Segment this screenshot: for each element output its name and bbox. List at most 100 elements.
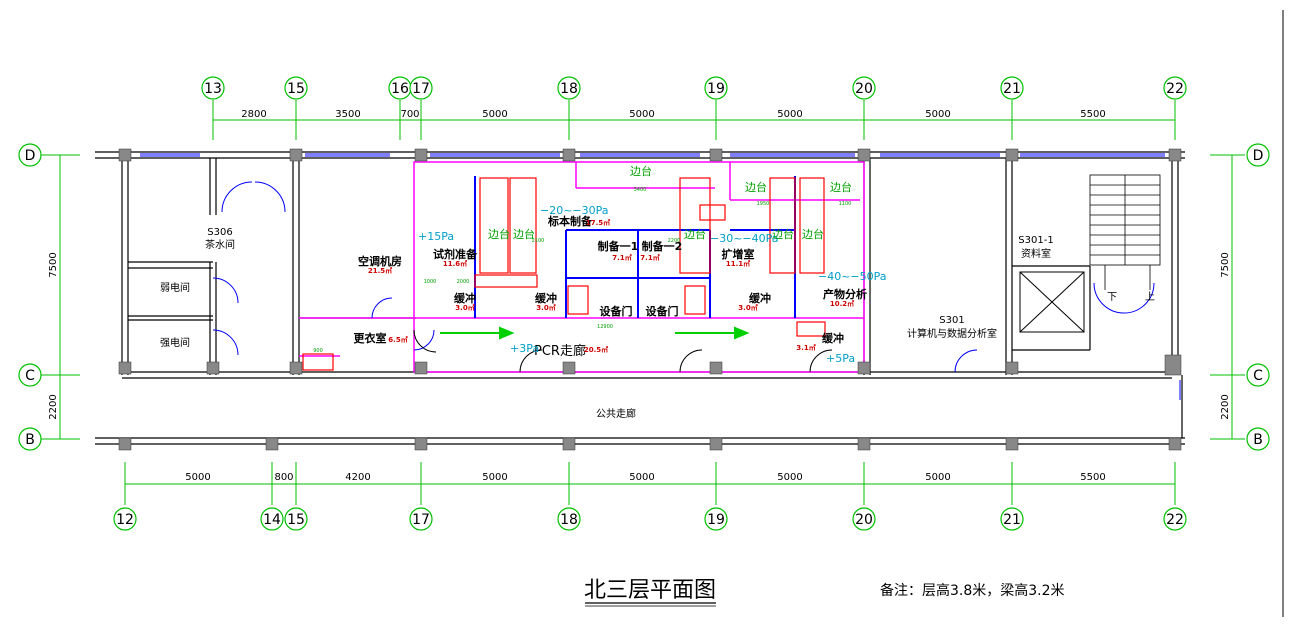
axis-bottom-20: 20 — [855, 512, 873, 528]
room-pcr-corridor: PCR走廊 — [534, 343, 586, 359]
stair-down-label: 下 — [1107, 292, 1117, 303]
axis-row-d-right: D — [1253, 148, 1264, 164]
dim-side-right-7500: 7500 — [1220, 252, 1231, 277]
room-prep-2-area: 7.1㎡ — [640, 253, 659, 262]
room-ac: 空调机房 — [358, 254, 402, 268]
inner-dim-1000: 1000 — [424, 279, 437, 285]
dim-bottom-5: 5000 — [629, 472, 654, 483]
inner-dim-2000: 2000 — [457, 279, 470, 285]
inner-dim-2100: 2100 — [532, 238, 545, 244]
axis-top-20: 20 — [855, 81, 873, 97]
side-counter-8: 边台 — [802, 227, 824, 241]
inner-dim-2200: 2200 — [668, 238, 681, 244]
room-sample-area: 17.5㎡ — [586, 218, 610, 227]
building-walls — [95, 151, 1185, 445]
axis-bottom-18: 18 — [560, 512, 578, 528]
dim-side-left-7500: 7500 — [48, 252, 59, 277]
dim-top-1: 2800 — [241, 109, 266, 120]
pressure-plus-15: +15Pa — [418, 230, 454, 243]
pressure-minus-20-30: −20~−30Pa — [540, 204, 609, 217]
inner-dim-1950: 1950 — [757, 201, 770, 207]
room-product-area: 10.2㎡ — [830, 299, 854, 308]
room-changing-area: 6.5㎡ — [388, 335, 407, 344]
room-s301-code: S301 — [939, 315, 964, 326]
room-prep-1-area: 7.1㎡ — [612, 253, 631, 262]
room-buffer-3: 缓冲 — [749, 291, 771, 305]
pressure-plus-3: +3Pa — [510, 342, 539, 355]
room-changing: 更衣室 — [354, 331, 387, 345]
axis-top-15: 15 — [287, 81, 305, 97]
dim-top-6: 5000 — [777, 109, 802, 120]
axis-bottom-19: 19 — [707, 512, 725, 528]
axis-top-16: 16 — [391, 81, 409, 97]
dim-bottom-4: 5000 — [482, 472, 507, 483]
inner-dim-12900: 12900 — [597, 324, 613, 330]
dim-top-5: 5000 — [629, 109, 654, 120]
dim-bottom-7: 5000 — [925, 472, 950, 483]
top-dimension-line — [212, 100, 1176, 140]
side-counter-3: 边台 — [830, 180, 852, 194]
room-buffer-3-area: 3.0㎡ — [738, 303, 757, 312]
room-s301-name: 计算机与数据分析室 — [907, 327, 997, 340]
room-equip-door-1: 设备门 — [600, 304, 633, 318]
dim-side-right-2200: 2200 — [1220, 394, 1231, 419]
flow-arrows — [440, 326, 750, 340]
axis-top-18: 18 — [560, 81, 578, 97]
axis-row-d-left: D — [25, 148, 36, 164]
room-buffer-4-area: 3.1㎡ — [796, 343, 815, 352]
room-reagent-area: 11.6㎡ — [443, 259, 467, 268]
dim-bottom-2: 800 — [274, 472, 293, 483]
axis-bottom-17: 17 — [412, 512, 430, 528]
axis-bubbles-rows — [18, 143, 1270, 451]
windows — [140, 153, 1181, 400]
inner-dim-1100: 1100 — [839, 201, 852, 207]
pressure-plus-5: +5Pa — [826, 352, 855, 365]
side-dimension-lines — [40, 154, 1245, 440]
side-counter-4: 边台 — [488, 227, 510, 241]
side-counter-7: 边台 — [772, 227, 794, 241]
axis-bottom-12: 12 — [116, 512, 134, 528]
dim-top-7: 5000 — [925, 109, 950, 120]
doors — [212, 181, 1155, 373]
equipment — [302, 177, 826, 371]
room-buffer-4: 缓冲 — [822, 331, 844, 345]
room-equip-door-2: 设备门 — [646, 304, 679, 318]
room-buffer-1-area: 3.0㎡ — [455, 303, 474, 312]
dim-bottom-3: 4200 — [345, 472, 370, 483]
dim-top-8: 5500 — [1080, 109, 1105, 120]
drawing-title: 北三层平面图 — [584, 578, 716, 603]
room-s301-1-code: S301-1 — [1018, 235, 1053, 246]
room-s306-name: 茶水间 — [205, 238, 235, 251]
room-strong-elec: 强电间 — [160, 336, 190, 349]
side-counter-5: 边台 — [513, 227, 535, 241]
side-counter-1: 边台 — [630, 164, 652, 178]
axis-bottom-15: 15 — [287, 512, 305, 528]
room-buffer-1: 缓冲 — [454, 291, 476, 305]
axis-top-19: 19 — [707, 81, 725, 97]
room-reagent: 试剂准备 — [433, 247, 478, 261]
room-prep-2: 制备一2 — [642, 239, 683, 253]
room-sample: 标本制备 — [547, 214, 593, 228]
inner-dim-900: 900 — [313, 348, 323, 354]
axis-top-13: 13 — [204, 81, 222, 97]
side-counter-6: 边台 — [684, 227, 706, 241]
room-s301-1-name: 资料室 — [1021, 247, 1051, 260]
stair-up-label: 上 — [1145, 291, 1155, 303]
axis-bubbles-top — [201, 76, 1187, 100]
dim-side-left-2200: 2200 — [48, 394, 59, 419]
elevator — [1019, 271, 1085, 333]
room-amplify-area: 11.1㎡ — [726, 259, 750, 268]
drawing-note: 备注：层高3.8米，梁高3.2米 — [880, 582, 1065, 599]
dim-top-3: 700 — [400, 109, 419, 120]
stair — [1089, 174, 1161, 290]
axis-bottom-14: 14 — [263, 512, 281, 528]
dim-bottom-6: 5000 — [777, 472, 802, 483]
inner-dim-3400: 3400 — [634, 187, 647, 193]
room-pcr-corridor-area: 20.5㎡ — [584, 345, 608, 354]
axis-top-21: 21 — [1003, 81, 1021, 97]
axis-row-b-left: B — [25, 432, 35, 448]
pressure-minus-40-50: −40~−50Pa — [818, 270, 887, 283]
side-counter-2: 边台 — [745, 180, 767, 194]
axis-top-17: 17 — [412, 81, 430, 97]
